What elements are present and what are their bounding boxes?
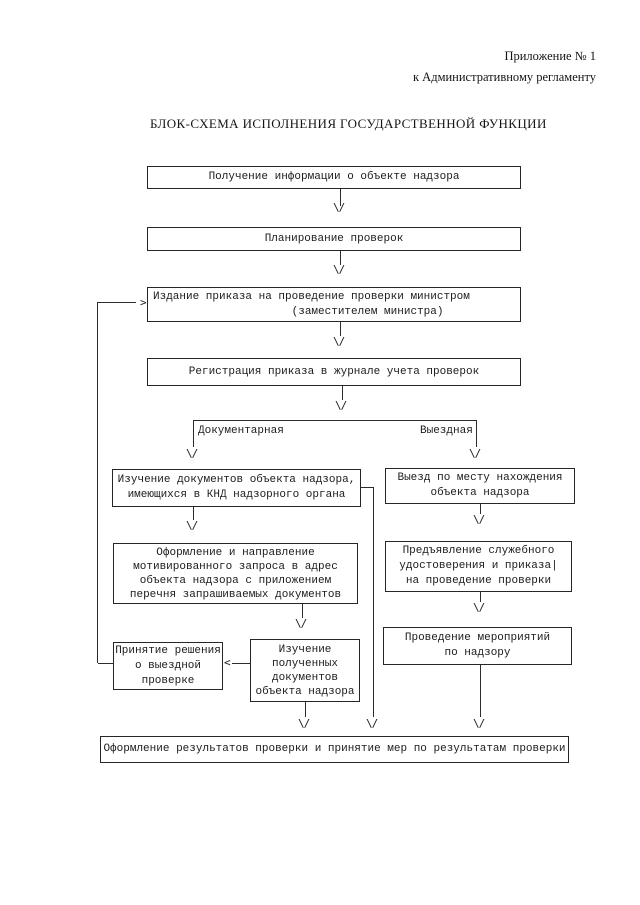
arrow-down-icon: \/ bbox=[473, 513, 485, 526]
branch-left-stub bbox=[193, 421, 194, 447]
arrow-down-icon: \/ bbox=[298, 717, 310, 730]
branch-right-stub bbox=[476, 421, 477, 447]
arrow-down-icon: \/ bbox=[469, 447, 481, 460]
flow-node-results: Оформление результатов проверки и принят… bbox=[100, 736, 569, 763]
flow-node-show-credentials: Предъявление служебного удостоверения и … bbox=[385, 541, 572, 592]
flow-node-study-received-docs: Изучение полученных документов объекта н… bbox=[250, 639, 360, 702]
connector-order-register bbox=[340, 322, 341, 336]
loop-vertical-line bbox=[97, 302, 98, 663]
flow-node-field-visit: Выезд по месту нахождения объекта надзор… bbox=[385, 468, 575, 504]
connector-received-results bbox=[305, 702, 306, 717]
arrow-right-icon: > bbox=[140, 296, 147, 309]
arrow-down-icon: \/ bbox=[186, 447, 198, 460]
connector-activities-results bbox=[480, 665, 481, 717]
loop-top-line bbox=[97, 302, 136, 303]
branch-label-documentary: Документарная bbox=[198, 425, 284, 437]
page-title: БЛОК-СХЕМА ИСПОЛНЕНИЯ ГОСУДАРСТВЕННОЙ ФУ… bbox=[150, 116, 547, 131]
arrow-down-icon: \/ bbox=[333, 201, 345, 214]
flow-node-receive-info: Получение информации о объекте надзора bbox=[147, 166, 521, 189]
connector-receive-planning bbox=[340, 189, 341, 206]
connector-visit-credentials bbox=[480, 504, 481, 514]
arrow-down-icon: \/ bbox=[473, 601, 485, 614]
connector-credentials-activities bbox=[480, 592, 481, 602]
connector-planning-order bbox=[340, 251, 341, 265]
arrow-down-icon: \/ bbox=[295, 617, 307, 630]
annex-note: Приложение № 1 к Административному регла… bbox=[413, 46, 596, 88]
branch-split-line bbox=[193, 420, 477, 421]
arrow-down-icon: \/ bbox=[186, 519, 198, 532]
connector-register-branch bbox=[342, 386, 343, 400]
flow-node-decision-field-check: Принятие решения о выездной проверке bbox=[113, 642, 223, 690]
connector-studydocs-results-vertical bbox=[373, 487, 374, 717]
branch-label-field: Выездная bbox=[420, 425, 473, 437]
arrow-down-icon: \/ bbox=[473, 717, 485, 730]
arrow-down-icon: \/ bbox=[366, 717, 378, 730]
flow-node-issue-order: Издание приказа на проведение проверки м… bbox=[147, 287, 521, 322]
flow-node-study-docs: Изучение документов объекта надзора, име… bbox=[112, 469, 361, 507]
annex-line-2: к Административному регламенту bbox=[412, 70, 596, 84]
flow-node-supervision-activities: Проведение мероприятий по надзору bbox=[383, 627, 572, 665]
loop-bottom-line bbox=[98, 663, 113, 664]
connector-request-received bbox=[302, 604, 303, 618]
arrow-down-icon: \/ bbox=[335, 399, 347, 412]
annex-line-1: Приложение № 1 bbox=[504, 49, 596, 63]
connector-studydocs-request bbox=[193, 507, 194, 520]
arrow-down-icon: \/ bbox=[333, 335, 345, 348]
flow-node-register-order: Регистрация приказа в журнале учета пров… bbox=[147, 358, 521, 386]
flow-node-planning: Планирование проверок bbox=[147, 227, 521, 251]
arrow-left-icon: < bbox=[224, 656, 231, 669]
flow-node-motivated-request: Оформление и направление мотивированного… bbox=[113, 543, 358, 604]
connector-received-decision bbox=[232, 663, 250, 664]
arrow-down-icon: \/ bbox=[333, 263, 345, 276]
connector-studydocs-results-horizontal bbox=[361, 487, 373, 488]
